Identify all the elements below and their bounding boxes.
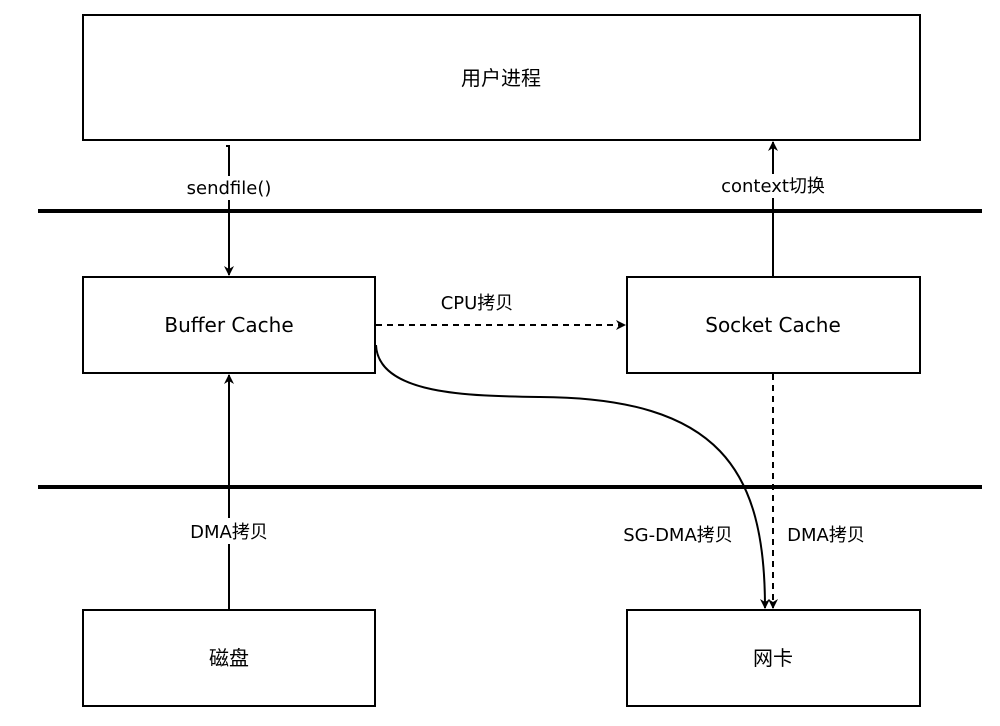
edge-context-switch-label: context切换 — [721, 176, 825, 197]
node-disk[interactable]: 磁盘 — [82, 609, 376, 707]
node-user-process-label: 用户进程 — [461, 66, 541, 90]
node-nic[interactable]: 网卡 — [626, 609, 921, 707]
node-socket-cache-label: Socket Cache — [705, 313, 841, 337]
node-disk-label: 磁盘 — [209, 646, 249, 670]
node-socket-cache[interactable]: Socket Cache — [626, 276, 921, 374]
edge-cpu-copy-label: CPU拷贝 — [441, 293, 514, 314]
node-buffer-cache-label: Buffer Cache — [164, 313, 293, 337]
node-nic-label: 网卡 — [753, 646, 793, 670]
edge-cpu-copy[interactable]: CPU拷贝 — [376, 293, 626, 330]
node-buffer-cache[interactable]: Buffer Cache — [82, 276, 376, 374]
edge-disk-dma-copy-label: DMA拷贝 — [190, 522, 268, 543]
edge-nic-dma-copy[interactable]: DMA拷贝 — [768, 374, 865, 609]
edge-nic-dma-copy-label: DMA拷贝 — [787, 525, 865, 546]
node-user-process[interactable]: 用户进程 — [82, 14, 921, 141]
edge-disk-dma-copy[interactable]: DMA拷贝 — [176, 374, 282, 609]
edge-sendfile[interactable]: sendfile() — [178, 145, 280, 276]
edge-sg-dma-copy[interactable]: SG-DMA拷贝 — [375, 344, 770, 609]
edge-sendfile-label: sendfile() — [187, 178, 272, 199]
edge-sg-dma-copy-label: SG-DMA拷贝 — [623, 525, 733, 546]
edge-context-switch[interactable]: context切换 — [714, 141, 836, 276]
